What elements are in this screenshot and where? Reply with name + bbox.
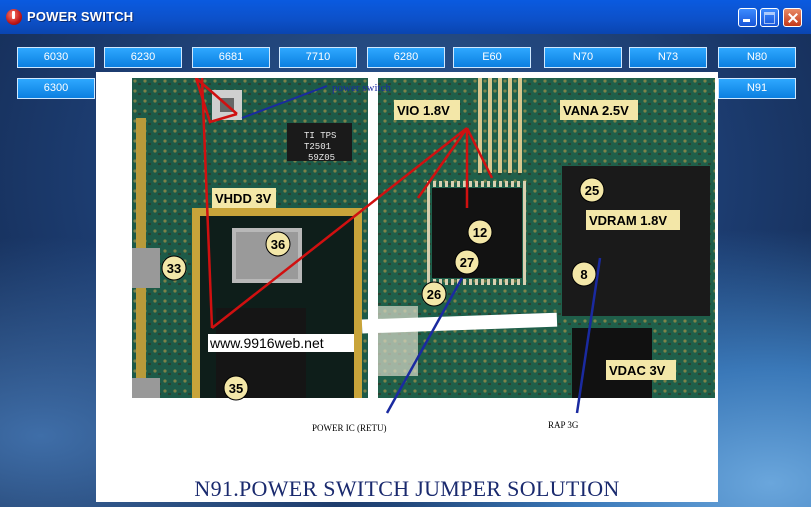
chip-marking-line1: TI TPS bbox=[304, 131, 336, 141]
point-12: 12 bbox=[473, 225, 487, 240]
label-vana: VANA 2.5V bbox=[563, 103, 629, 118]
model-button-6300[interactable]: 6300 bbox=[17, 78, 95, 99]
point-36: 36 bbox=[271, 237, 285, 252]
chip-marking-line2: T2501 bbox=[304, 142, 331, 152]
model-button-n73[interactable]: N73 bbox=[629, 47, 707, 68]
model-button-e60[interactable]: E60 bbox=[453, 47, 531, 68]
model-button-n91[interactable]: N91 bbox=[718, 78, 796, 99]
minimize-button[interactable] bbox=[738, 8, 757, 27]
point-33: 33 bbox=[167, 261, 181, 276]
label-vdram: VDRAM 1.8V bbox=[589, 213, 667, 228]
window-title: POWER SWITCH bbox=[27, 9, 134, 24]
chip-marking-line3: 59Z05 bbox=[308, 153, 335, 163]
model-button-6681[interactable]: 6681 bbox=[192, 47, 270, 68]
repair-diagram-panel: TI TPS T2501 59Z05 VIO 1.8V VANA 2.5V VH… bbox=[96, 72, 718, 502]
diagram-caption: N91.POWER SWITCH JUMPER SOLUTION bbox=[194, 476, 620, 501]
website-watermark: www.9916web.net bbox=[209, 335, 324, 351]
point-27: 27 bbox=[460, 255, 474, 270]
power-app-icon bbox=[6, 9, 22, 25]
point-8: 8 bbox=[580, 267, 587, 282]
label-power-ic: POWER IC (RETU) bbox=[312, 423, 387, 433]
label-vhdd: VHDD 3V bbox=[215, 191, 272, 206]
model-button-6280[interactable]: 6280 bbox=[367, 47, 445, 68]
label-power-switch: power switch bbox=[332, 82, 391, 94]
point-25: 25 bbox=[585, 183, 599, 198]
label-vdac: VDAC 3V bbox=[609, 363, 666, 378]
model-button-7710[interactable]: 7710 bbox=[279, 47, 357, 68]
label-vio: VIO 1.8V bbox=[397, 103, 450, 118]
model-button-6030[interactable]: 6030 bbox=[17, 47, 95, 68]
model-button-6230[interactable]: 6230 bbox=[104, 47, 182, 68]
pcb-diagram-image: TI TPS T2501 59Z05 VIO 1.8V VANA 2.5V VH… bbox=[132, 78, 715, 433]
model-button-n80[interactable]: N80 bbox=[718, 47, 796, 68]
label-rap-3g: RAP 3G bbox=[548, 420, 579, 430]
model-button-n70[interactable]: N70 bbox=[544, 47, 622, 68]
point-26: 26 bbox=[427, 287, 441, 302]
point-35: 35 bbox=[229, 381, 243, 396]
title-bar: POWER SWITCH bbox=[0, 0, 811, 34]
close-button[interactable] bbox=[783, 8, 802, 27]
maximize-button[interactable] bbox=[760, 8, 779, 27]
